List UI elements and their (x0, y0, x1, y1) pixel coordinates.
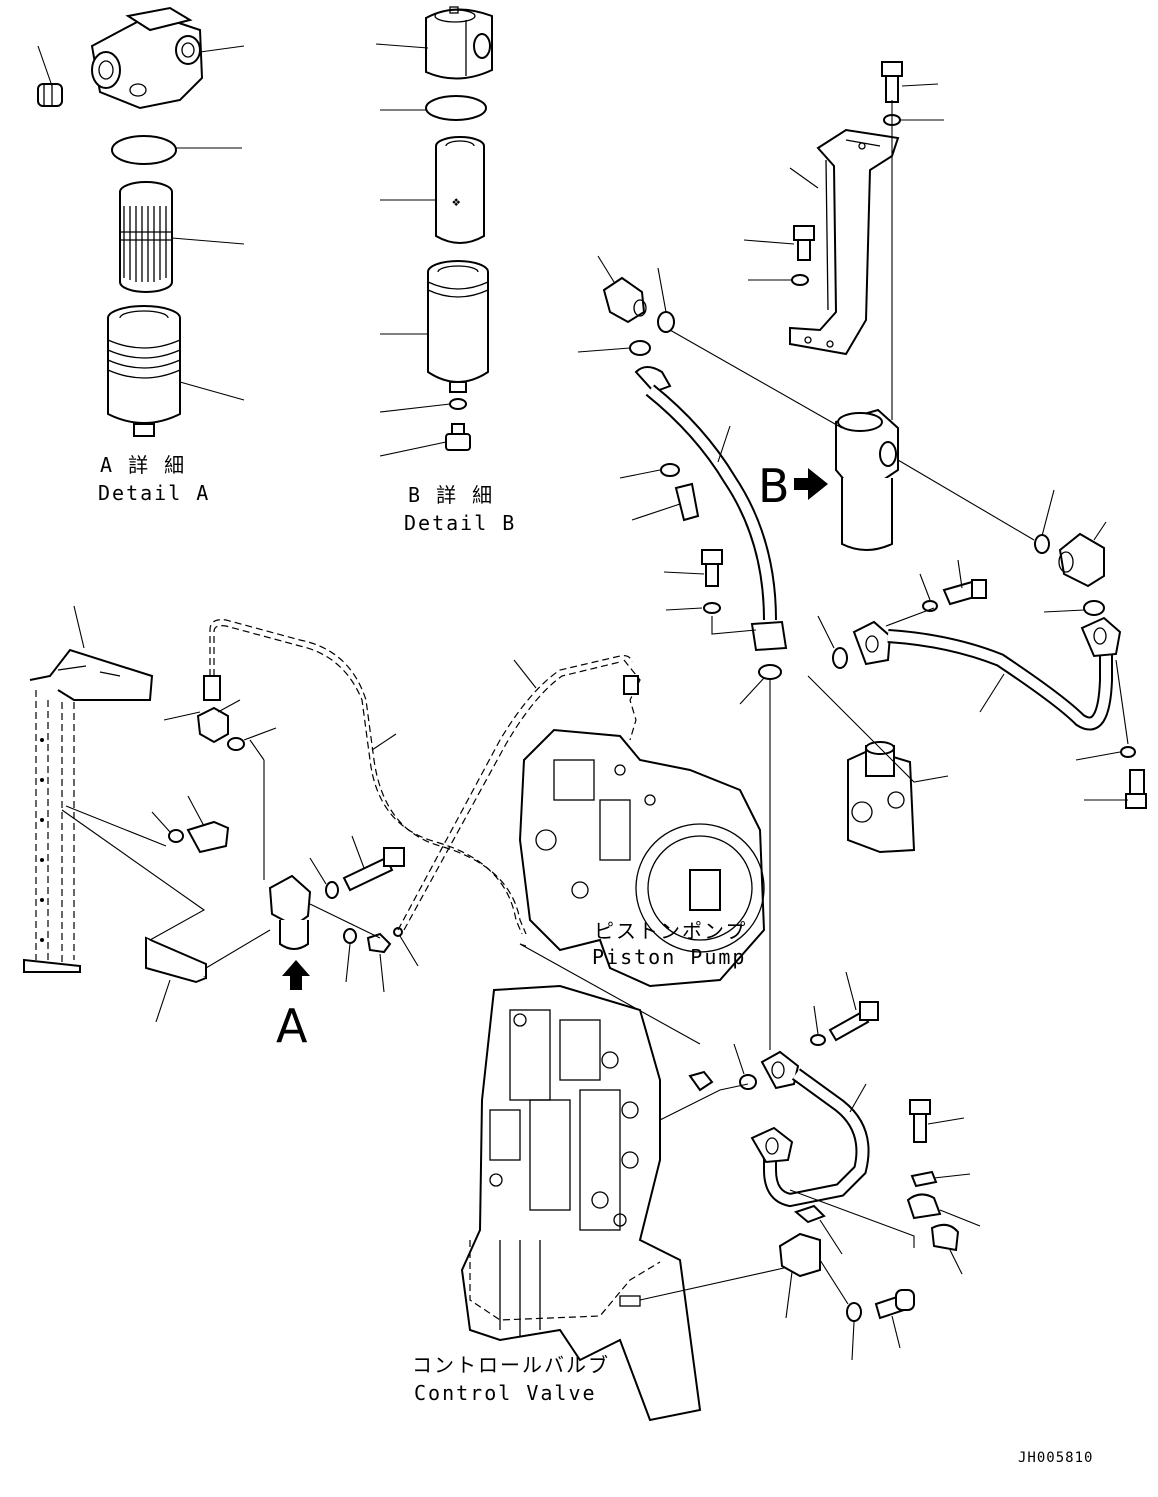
piston-pump-label-en: Piston Pump (592, 945, 746, 969)
filter-head-part (90, 6, 204, 110)
bolt-right-hose (942, 559, 987, 606)
detail-b-title-en: Detail B (404, 511, 516, 535)
bracket-bolt (743, 225, 815, 261)
bolt-hose-lower (663, 549, 723, 587)
small-pump-view (807, 675, 949, 854)
pilot-tube (203, 619, 527, 935)
washer-bottom (846, 1302, 862, 1322)
filter-element-b-part: ❖ (435, 136, 485, 244)
filter-case-part (107, 305, 181, 437)
hose-right (852, 616, 1122, 731)
elbow-fitting-left (597, 255, 647, 324)
bolt-top-right (881, 61, 939, 103)
washer-right-hose (922, 600, 938, 612)
o-ring-filter-a (343, 928, 357, 944)
left-frame (23, 605, 206, 973)
control-valve-drawing: コントロールバルブ Control Valve (412, 984, 785, 1422)
detail-a-exploded-view: A 詳 細 Detail A (37, 6, 245, 505)
filter-head-b-part (425, 6, 493, 80)
o-ring-hose-end (758, 664, 782, 680)
arrow-a-icon (282, 960, 310, 990)
o-ring-b-part (425, 95, 487, 121)
plug-part (37, 83, 63, 107)
piston-pump-drawing: ピストンポンプ Piston Pump (518, 659, 766, 988)
o-ring-right-flange (1083, 600, 1105, 616)
clamp-halves (789, 1189, 981, 1275)
hose-main (634, 366, 788, 652)
bolt-vertical-right (909, 1099, 965, 1143)
bolt-lower-right (828, 971, 879, 1042)
detail-a-leaders (37, 45, 245, 401)
long-bolt-filter-a (342, 835, 405, 892)
detail-b-exploded-view: ❖ B 詳 細 Detail B (375, 6, 516, 535)
drain-plug-part (445, 423, 471, 451)
pilot-tube-2 (397, 655, 633, 931)
bolt-bottom (874, 1289, 915, 1349)
bolt-hose (631, 482, 700, 522)
o-ring-part (111, 135, 177, 165)
svg-text:❖: ❖ (452, 194, 461, 210)
control-valve-label-en: Control Valve (414, 1381, 597, 1405)
o-ring-flange (629, 340, 651, 356)
marker-a: A (276, 999, 308, 1053)
connector-filter-a (366, 932, 392, 993)
bolt-left (186, 795, 230, 854)
detail-b-title-ja: B 詳 細 (408, 483, 494, 507)
detail-b-leaders (375, 43, 451, 457)
o-ring-right (1034, 534, 1050, 554)
o-ring-elbow (657, 311, 675, 333)
elbow-fitting-right (1058, 521, 1107, 588)
arrow-b-icon (794, 468, 828, 500)
filter-b-assembly (835, 408, 899, 551)
washer-left (168, 829, 184, 843)
o-ring-control-valve (739, 1074, 757, 1090)
control-valve-label-ja: コントロールバルブ (412, 1353, 610, 1377)
lower-tube-assembly (750, 1050, 870, 1208)
piston-pump-label-ja: ピストンポンプ (594, 919, 747, 943)
washer-hose (660, 463, 680, 477)
drawing-code: JH005810 (1018, 1450, 1093, 1466)
filter-bracket-assembly: B (743, 61, 944, 551)
washer-hose-lower (703, 602, 721, 614)
filter-a-assembly: A (249, 739, 312, 1053)
small-o-ring-part (449, 398, 467, 410)
detail-a-title-en: Detail A (98, 481, 210, 505)
filter-case-b-part (427, 260, 489, 393)
clip-plate-right (910, 1170, 971, 1188)
washer-right-lower (1120, 746, 1136, 758)
o-ring-elbow-a (227, 737, 245, 751)
elbow-fitting-a (163, 699, 241, 744)
bracket-washer (791, 274, 809, 286)
detail-a-title-ja: A 詳 細 (100, 453, 186, 477)
clamp-lower (778, 1204, 843, 1319)
o-ring-right-hose (832, 647, 848, 669)
washer-filter-a (325, 881, 339, 899)
mounting-bracket-part (789, 128, 900, 356)
filter-bracket-plate (145, 929, 271, 1023)
connector-control-valve (519, 943, 749, 1121)
washer-lower-right (810, 1034, 826, 1046)
bolt-right-lower (1084, 769, 1147, 809)
marker-b: B (758, 459, 790, 513)
filter-element-part (119, 181, 173, 293)
